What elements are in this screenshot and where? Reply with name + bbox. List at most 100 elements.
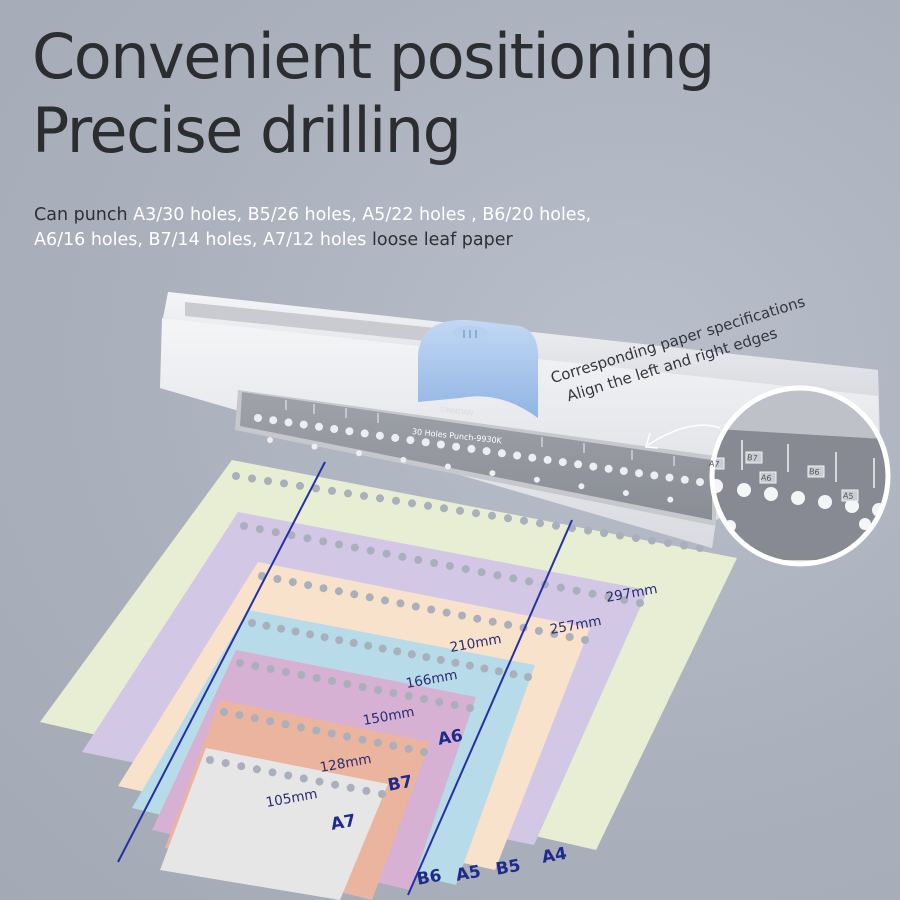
paper-b7-holes [220, 708, 428, 756]
ruler-hole [267, 437, 273, 443]
punched-hole [281, 720, 290, 729]
punched-hole [382, 549, 391, 558]
headline-line-2: Precise drilling [32, 94, 462, 167]
punched-hole [280, 479, 288, 488]
punched-hole [262, 621, 271, 630]
punched-hole [350, 543, 359, 552]
punched-hole [296, 723, 305, 732]
ruler-hole [680, 475, 689, 484]
format-label-a4: A4 [540, 843, 569, 868]
description-formats-line-1: A3/30 holes, B5/26 holes, A5/22 holes , … [133, 205, 592, 225]
punched-hole [378, 790, 386, 798]
ruler-hole [299, 420, 308, 429]
punched-hole [477, 568, 486, 577]
punched-hole [534, 626, 543, 635]
ruler-hole [360, 429, 369, 438]
paper-a4-holes [232, 472, 704, 552]
hole-punch-tool [160, 292, 880, 548]
description: Can punch A3/30 holes, B5/26 holes, A5/2… [34, 203, 794, 253]
ruler-hole [696, 478, 704, 486]
punched-hole [458, 611, 466, 620]
punched-hole [404, 692, 413, 700]
punched-hole [358, 683, 367, 691]
punched-hole [450, 701, 459, 709]
paper-a7-holes [206, 756, 386, 798]
punched-hole [435, 698, 444, 706]
punched-hole [424, 501, 432, 510]
punched-hole [414, 555, 423, 564]
ruler-hole [400, 456, 407, 463]
punched-hole [287, 531, 296, 540]
ruler-holes [254, 414, 704, 503]
guide-line-right [407, 519, 573, 896]
punched-hole [393, 647, 402, 656]
punched-hole [376, 494, 384, 503]
punched-hole [509, 574, 518, 583]
punched-hole [312, 674, 321, 682]
punched-hole [398, 552, 407, 561]
ruler-hole [482, 447, 491, 456]
punched-hole [284, 771, 293, 780]
punched-hole [266, 717, 275, 726]
format-label-b6: B6 [415, 865, 444, 890]
punched-hole [408, 499, 416, 508]
ruler-hole [533, 476, 540, 483]
ruler-hole [406, 436, 415, 445]
punched-hole [472, 509, 480, 518]
punched-hole [312, 726, 321, 735]
punched-hole [430, 559, 439, 567]
punched-hole [335, 540, 343, 549]
punched-hole [268, 768, 277, 777]
punched-hole [328, 486, 336, 495]
ruler-hole [345, 427, 354, 436]
punched-hole [407, 650, 416, 659]
punched-hole [488, 511, 496, 520]
punched-hole [343, 680, 352, 688]
punched-hole [349, 638, 358, 647]
punched-hole [556, 583, 565, 592]
punched-hole [335, 636, 344, 645]
paper-a7 [160, 748, 388, 900]
punched-hole [327, 729, 336, 738]
ruler-hole [254, 414, 262, 422]
punched-hole [237, 762, 246, 771]
punched-hole [232, 472, 240, 480]
ruler-hole [497, 449, 506, 458]
punched-hole [381, 596, 389, 605]
punched-hole [525, 577, 534, 586]
ruler-hole [436, 440, 445, 449]
punched-hole [319, 584, 328, 593]
punched-hole [493, 571, 502, 580]
ruler-hole [574, 460, 583, 469]
zoom-mark-a6: A6 [760, 473, 772, 484]
ruler-hole [528, 453, 537, 462]
punched-hole [306, 630, 315, 639]
punched-hole [494, 667, 503, 676]
punched-hole [664, 539, 672, 547]
guide-line-left [117, 461, 326, 863]
paper-b5-holes [240, 522, 644, 607]
punched-hole [536, 519, 544, 528]
ruler-hole [330, 425, 339, 433]
punched-hole [451, 658, 460, 667]
punched-hole [235, 711, 244, 720]
punched-hole [392, 496, 400, 505]
punched-hole [616, 531, 624, 540]
punched-hole [248, 474, 256, 483]
description-suffix: loose leaf paper [372, 230, 513, 250]
punched-hole [252, 765, 261, 774]
ruler-hole [635, 469, 643, 478]
punched-hole [320, 633, 329, 642]
punched-hole [312, 484, 320, 493]
ruler-hole [650, 471, 659, 480]
punched-hole [319, 537, 328, 546]
punched-hole [221, 759, 230, 768]
punched-hole [396, 599, 405, 608]
format-label-b5: B5 [494, 855, 523, 880]
punched-hole [565, 633, 574, 641]
ruler-hole [269, 416, 278, 425]
punched-hole [288, 578, 297, 587]
punched-hole [304, 581, 313, 590]
punched-hole [584, 526, 592, 535]
